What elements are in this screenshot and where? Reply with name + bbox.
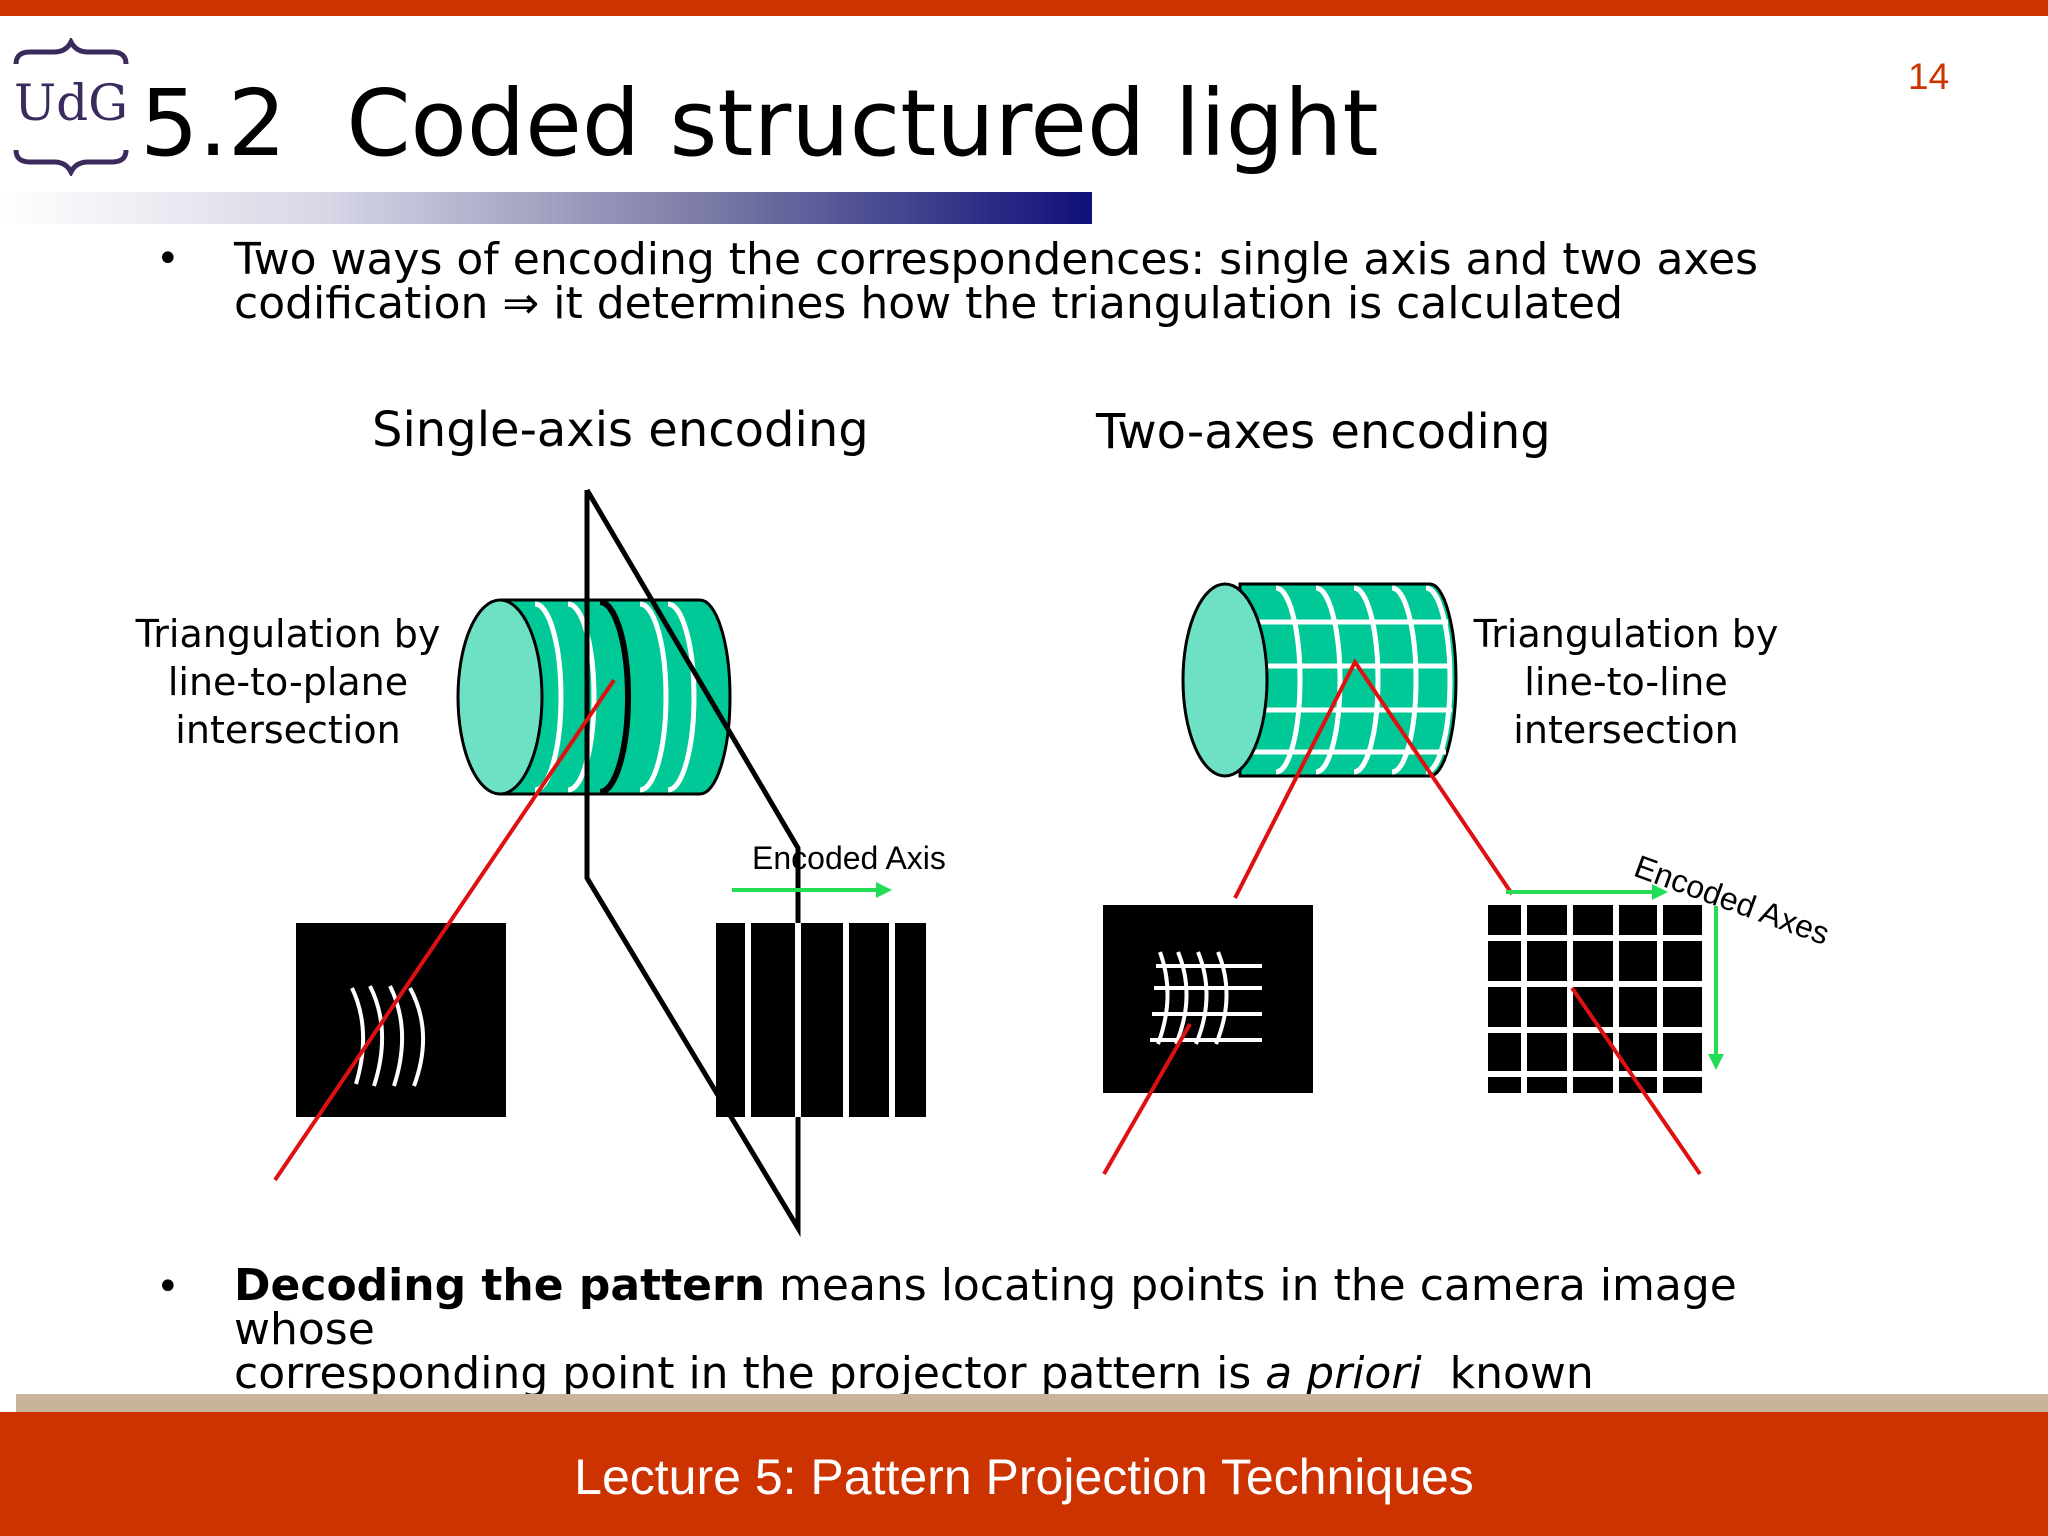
bullet-1-line-1: Two ways of encoding the correspondences… [234, 234, 1759, 285]
right-projector-pattern [1488, 905, 1702, 1093]
right-camera-ray [1233, 658, 1514, 899]
encoded-axes-arrow-horizontal [1652, 884, 1668, 900]
bullet-2-line-2-end: known [1421, 1348, 1594, 1399]
left-cylinder-face [456, 598, 544, 796]
footer-text: Lecture 5: Pattern Projection Techniques [574, 1449, 1474, 1505]
right-projector-ray [1570, 986, 1702, 1176]
footer-divider [16, 1394, 2048, 1412]
title-text: Coded structured light [346, 70, 1379, 177]
left-camera-ray [273, 678, 616, 1182]
light-plane [584, 488, 801, 1237]
title-underline-gradient [0, 192, 1092, 224]
two-axes-heading: Two-axes encoding [1096, 404, 1551, 460]
left-triangulation-annotation: Triangulation by line-to-plane intersect… [135, 612, 441, 752]
top-accent-bar [0, 0, 2048, 16]
two-axes-diagram [1102, 582, 1724, 1176]
slide-number: 14 [1908, 56, 1950, 97]
encoded-axis-arrow [876, 882, 892, 898]
right-cylinder-face [1181, 582, 1269, 778]
university-logo [13, 38, 129, 176]
footer-bar [0, 1412, 2048, 1536]
encoded-axes-arrow-vertical [1708, 1054, 1724, 1070]
logo-text: UdG [13, 74, 129, 132]
bullet-2-italic: a priori [1265, 1348, 1422, 1399]
bullet-2-text: Decoding the pattern means locating poin… [234, 1264, 1834, 1396]
bullet-2-line-1: means locating points in the camera imag… [234, 1260, 1737, 1355]
title-number: 5.2 [140, 70, 287, 177]
bullet-marker: • [156, 236, 180, 282]
bullet-2-line-2: corresponding point in the projector pat… [234, 1348, 1266, 1399]
bullet-1-text: Two ways of encoding the correspondences… [234, 238, 1834, 326]
encoded-axis-label: Encoded Axis [752, 840, 946, 876]
single-axis-heading: Single-axis encoding [372, 402, 869, 458]
bullet-2-bold: Decoding the pattern [234, 1260, 766, 1311]
single-axis-diagram [273, 488, 926, 1237]
bullet-marker: • [156, 1264, 180, 1310]
right-triangulation-annotation: Triangulation by line-to-line intersecti… [1473, 612, 1779, 752]
bullet-1-line-2: codification ⇒ it determines how the tri… [234, 278, 1624, 329]
